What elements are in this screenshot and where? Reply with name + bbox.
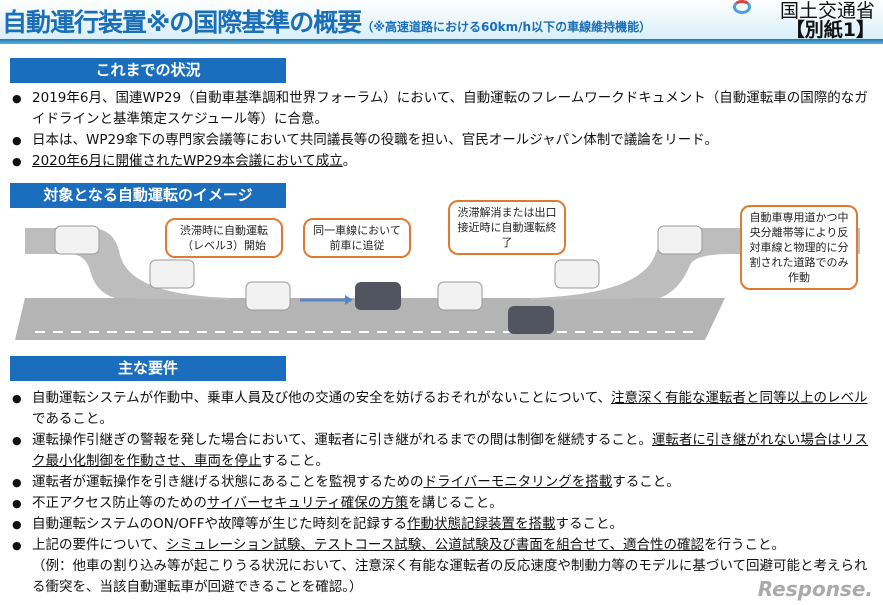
title-divider <box>0 39 883 44</box>
section-heading-image: 対象となる自動運転のイメージ <box>10 183 286 208</box>
bubble-end: 渋滞解消または出口接近時に自動運転終了 <box>448 200 566 255</box>
emphasis-text: ドライバーモニタリングを搭載 <box>423 474 613 490</box>
item-text: 日本は、WP29傘下の専門家会議等において共同議長等の役職を担い、官民オールジャ… <box>32 132 718 148</box>
section-heading-requirements: 主な要件 <box>10 356 286 381</box>
car-icon <box>54 225 703 311</box>
item-text: 自動運転システムが作動中、乗車人員及び他の交通の安全を妨げるおそれがないことにつ… <box>32 390 612 406</box>
emphasis-text: 運転者に引き継がれない場合はリスク最小化制御を作動させ、車両を停止 <box>32 432 868 469</box>
list-item: 自動運転システムが作動中、乗車人員及び他の交通の安全を妨げるおそれがないことにつ… <box>10 388 870 430</box>
list-item: 運転操作引継ぎの警報を発した場合において、運転者に引き継がれるまでの間は制御を継… <box>10 430 870 472</box>
bubble-follow: 同一車線において前車に追従 <box>303 218 411 258</box>
list-item: 日本は、WP29傘下の専門家会議等において共同議長等の役職を担い、官民オールジャ… <box>10 130 870 151</box>
road-illustration <box>15 225 860 340</box>
list-item: 上記の要件について、シミュレーション試験、テストコース試験、公道試験及び書面を組… <box>10 535 870 556</box>
emphasis-text: シミュレーション試験、テストコース試験、公道試験及び書面を組合せて、適合性の確認 <box>165 537 705 553</box>
item-text: すること。 <box>555 516 624 532</box>
watermark: Response. <box>757 577 873 601</box>
item-text: 上記の要件について、 <box>32 537 166 553</box>
emphasis-text: 作動状態記録装置を搭載 <box>407 516 556 532</box>
item-text: 自動運転システムのON/OFFや故障等が生じた時刻を記録する <box>32 516 408 532</box>
list-item: 自動運転システムのON/OFFや故障等が生じた時刻を記録する作動状態記録装置を搭… <box>10 514 870 535</box>
requirements-list: 自動運転システムが作動中、乗車人員及び他の交通の安全を妨げるおそれがないことにつ… <box>10 388 870 598</box>
emphasis-text: 2020年6月に開催されたWP29本会議において成立 <box>32 153 343 169</box>
item-text: すること。 <box>612 474 680 490</box>
section-heading-status: これまでの状況 <box>10 58 286 83</box>
list-item: 不正アクセス防止等のためのサイバーセキュリティ確保の方策を講じること。 <box>10 493 870 514</box>
list-item: 2020年6月に開催されたWP29本会議において成立。 <box>10 151 870 172</box>
emphasis-text: 注意深く有能な運転者と同等以上のレベル <box>611 390 868 406</box>
item-text: を行うこと。 <box>704 537 786 553</box>
item-text: 運転者が運転操作を引き継げる状態にあることを監視するための <box>32 474 424 490</box>
status-list: 2019年6月、国連WP29（自動車基準調和世界フォーラム）において、自動運転の… <box>10 88 870 172</box>
list-item: 運転者が運転操作を引き継げる状態にあることを監視するためのドライバーモニタリング… <box>10 472 870 493</box>
item-text: を講じること。 <box>408 495 503 511</box>
note-text: （例：他車の割り込み等が起こりうる状況において、注意深く有能な運転者の反応速度や… <box>32 558 868 595</box>
item-text: 。 <box>342 153 357 169</box>
emphasis-text: サイバーセキュリティ確保の方策 <box>206 495 409 511</box>
bubble-start: 渋滞時に自動運転（レベル3）開始 <box>165 218 283 258</box>
page-title: 自動運行装置※の国際基準の概要（※高速道路における60km/h以下の車線維持機能… <box>2 3 651 39</box>
ministry-name: 国土交通省 <box>779 0 875 22</box>
ministry-label: 国土交通省【別紙1】 <box>780 2 875 40</box>
item-text: すること。 <box>261 453 330 469</box>
annex-label: 【別紙1】 <box>785 19 875 41</box>
page-subtitle: （※高速道路における60km/h以下の車線維持機能） <box>361 20 652 34</box>
item-text: 2019年6月、国連WP29（自動車基準調和世界フォーラム）において、自動運転の… <box>32 90 868 127</box>
bubble-condition: 自動車専用道かつ中央分離帯等により反対車線と物理的に分割された道路でのみ作動 <box>740 205 858 290</box>
title-text: 自動運行装置※の国際基準の概要 <box>2 8 362 37</box>
ministry-logo-icon <box>733 0 751 14</box>
item-text: 運転操作引継ぎの警報を発した場合において、運転者に引き継がれるまでの間は制御を継… <box>32 432 652 448</box>
item-text: 不正アクセス防止等のための <box>32 495 207 511</box>
list-item: 2019年6月、国連WP29（自動車基準調和世界フォーラム）において、自動運転の… <box>10 88 870 130</box>
item-text: であること。 <box>32 411 113 427</box>
